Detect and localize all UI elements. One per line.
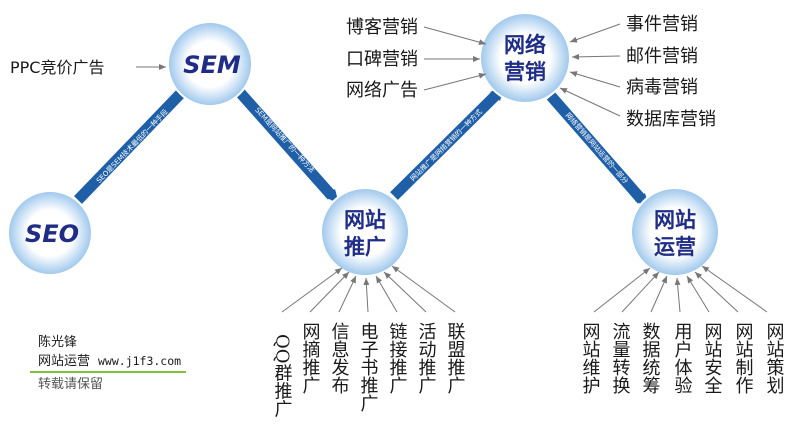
arrow-online-ads — [423, 72, 487, 91]
operation-item-planning: 网站策划 — [701, 265, 785, 394]
operation-item-ux: 用户体验 — [672, 277, 693, 394]
edge-label-seo-sem: SEO是SEM技术最低的一种手段 — [94, 107, 169, 185]
node-seo: SEO — [7, 190, 93, 276]
promotion-item-ebook-label: 电子书推广 — [358, 322, 379, 412]
marketing-item-online-ads: 网络广告 — [346, 80, 418, 101]
node-promotion-line1: 网站 — [344, 207, 386, 232]
node-promotion: 网站 推广 — [320, 187, 410, 277]
operation-item-ux-label: 用户体验 — [672, 322, 693, 394]
promotion-item-alliance: 联盟推广 — [391, 265, 466, 394]
promotion-item-alliance-label: 联盟推广 — [445, 322, 466, 394]
credit-block: 陈光锋 网站运营 www.j1f3.com 转载请保留 — [30, 334, 186, 392]
edge-label-tui-ying: 网站推广是网络营销的一种方式 — [408, 107, 484, 183]
band-ying-yun — [546, 92, 647, 204]
edge-labels: SEO是SEM技术最低的一种手段 SEM是网站推广的一种方法 网站推广是网络营销… — [94, 105, 630, 185]
node-seo-label: SEO — [25, 220, 79, 248]
operation-item-security: 网站安全 — [686, 275, 723, 394]
operation-item-security-label: 网站安全 — [702, 322, 723, 394]
promotion-item-bookmark-label: 网摘推广 — [300, 322, 321, 394]
node-marketing: 网络 营销 — [479, 12, 571, 104]
band-sem-tui — [231, 84, 337, 200]
credit-site-url: www.j1f3.com — [98, 354, 181, 368]
band-seo-sem — [74, 86, 188, 204]
marketing-item-blog: 博客营销 — [346, 17, 418, 38]
edge-label-sem-tui: SEM是网站推广的一种方法 — [253, 105, 317, 174]
promotion-item-qq: QQ群推广 — [272, 267, 343, 418]
credit-author: 陈光锋 — [38, 334, 77, 350]
marketing-left-group: 博客营销 口碑营销 网络广告 — [346, 17, 487, 101]
node-promotion-line2: 推广 — [344, 234, 386, 259]
arrow-database — [559, 87, 621, 117]
operation-group: 网站维护 流量转换 数据统筹 用户体验 网站安全 网站制作 网站策划 — [580, 265, 785, 394]
operation-item-traffic-label: 流量转换 — [610, 322, 631, 394]
edge-label-ying-yun: 网络营销是网站运营的一部分 — [564, 111, 630, 186]
node-sem: SEM — [167, 21, 253, 107]
node-sem-label: SEM — [183, 51, 241, 79]
arrow-viral — [569, 71, 621, 88]
operation-item-production: 网站制作 — [694, 271, 754, 394]
arrow-event — [569, 23, 621, 43]
promotion-item-events: 活动推广 — [383, 271, 437, 394]
promotion-item-ebook: 电子书推广 — [358, 277, 379, 412]
credit-note: 转载请保留 — [38, 377, 103, 392]
operation-item-data: 数据统筹 — [640, 275, 668, 394]
marketing-item-viral: 病毒营销 — [626, 77, 698, 98]
node-operation-line1: 网站 — [654, 207, 696, 232]
promotion-group: QQ群推广 网摘推广 信息发布 电子书推广 链接推广 活动推广 联盟推广 — [272, 265, 466, 418]
promotion-item-qq-label: QQ群推广 — [272, 334, 293, 418]
operation-item-data-label: 数据统筹 — [640, 322, 661, 394]
promotion-item-links: 链接推广 — [375, 275, 408, 394]
operation-item-planning-label: 网站策划 — [764, 322, 785, 394]
node-operation-line2: 运营 — [654, 234, 696, 259]
promotion-item-links-label: 链接推广 — [387, 322, 408, 394]
marketing-right-group: 事件营销 邮件营销 病毒营销 数据库营销 — [559, 14, 716, 130]
arrow-email — [571, 53, 621, 60]
node-marketing-line1: 网络 — [504, 32, 546, 57]
promotion-item-info: 信息发布 — [329, 275, 357, 394]
promotion-item-events-label: 活动推广 — [416, 322, 437, 394]
arrow-blog — [423, 26, 487, 46]
operation-item-maintenance-label: 网站维护 — [580, 322, 601, 394]
node-operation: 网站 运营 — [630, 187, 720, 277]
operation-item-traffic: 流量转换 — [610, 271, 660, 394]
marketing-item-word-of-mouth: 口碑营销 — [346, 49, 418, 70]
marketing-item-database: 数据库营销 — [626, 109, 716, 130]
operation-item-maintenance: 网站维护 — [580, 267, 651, 394]
marketing-item-email: 邮件营销 — [626, 46, 698, 67]
promotion-item-bookmark: 网摘推广 — [300, 271, 350, 394]
band-tui-ying — [390, 89, 502, 200]
ppc-label: PPC竞价广告 — [10, 58, 104, 77]
credit-site-label: 网站运营 — [38, 354, 90, 369]
marketing-item-event: 事件营销 — [626, 14, 698, 35]
node-marketing-line2: 营销 — [504, 59, 546, 84]
promotion-item-info-label: 信息发布 — [329, 322, 350, 394]
operation-item-production-label: 网站制作 — [733, 322, 754, 394]
